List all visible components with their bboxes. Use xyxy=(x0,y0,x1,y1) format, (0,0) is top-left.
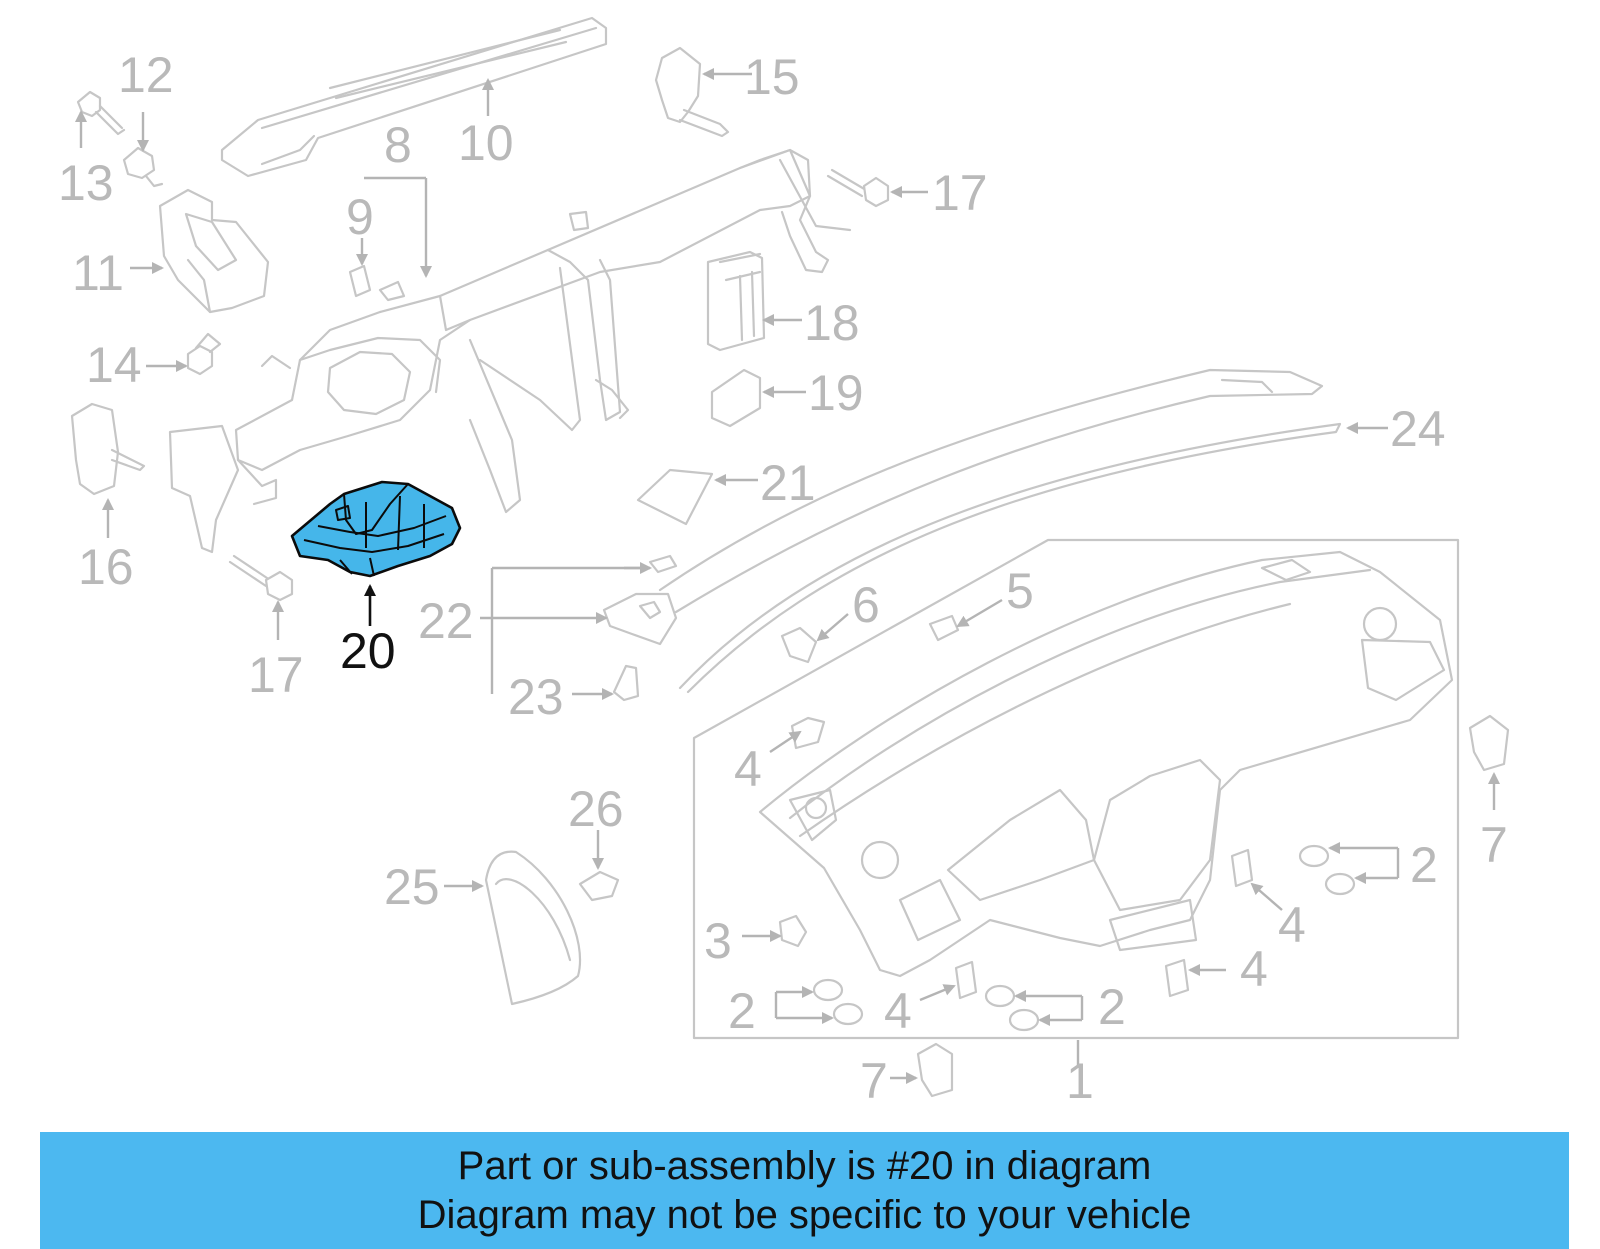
callout-6: 6 xyxy=(852,577,880,633)
part-1-instrument-panel xyxy=(692,538,1460,1040)
defroster-duct-part xyxy=(220,16,608,178)
part-17-bolt-upper xyxy=(826,168,890,208)
leader-lines xyxy=(75,68,1500,1084)
part-12-nut xyxy=(122,146,164,188)
part-3-clip xyxy=(778,914,808,948)
callout-1: 1 xyxy=(1066,1053,1094,1109)
part-25-cover xyxy=(484,850,582,1006)
part-19-module xyxy=(710,368,762,428)
part-5-clip xyxy=(928,614,960,642)
callout-17-lower: 17 xyxy=(248,647,304,703)
callout-12: 12 xyxy=(118,47,174,103)
part-23-clip xyxy=(612,664,640,702)
callout-18: 18 xyxy=(804,295,860,351)
part-15-bracket xyxy=(654,46,730,138)
banner-line-part: Part or sub-assembly is #20 in diagram xyxy=(457,1143,1152,1188)
part-2-grommets xyxy=(812,844,1356,1032)
part-16-bracket xyxy=(70,402,146,496)
callout-9: 9 xyxy=(346,189,374,245)
callout-23: 23 xyxy=(508,669,564,725)
part-9-clip xyxy=(348,264,372,298)
part-11-bracket xyxy=(158,188,270,314)
callout-3: 3 xyxy=(704,913,732,969)
callout-labels: 10 12 13 15 17 8 9 11 14 16 17 18 19 21 … xyxy=(58,47,1508,1109)
callout-8: 8 xyxy=(384,117,412,173)
callout-25: 25 xyxy=(384,859,440,915)
callout-14: 14 xyxy=(86,337,142,393)
callout-7-lower: 7 xyxy=(860,1053,888,1109)
callout-2-lower: 2 xyxy=(1098,979,1126,1035)
part-7-clips xyxy=(916,714,1510,1098)
part-22-bracket xyxy=(602,554,678,646)
callout-4-lower: 4 xyxy=(884,983,912,1039)
callout-16: 16 xyxy=(78,539,134,595)
callout-15: 15 xyxy=(744,49,800,105)
callout-13: 13 xyxy=(58,155,114,211)
part-17-bolt-lower xyxy=(228,554,294,602)
part-24-trim xyxy=(658,368,1342,694)
callout-2-left: 2 xyxy=(728,983,756,1039)
info-banner: Part or sub-assembly is #20 in diagram D… xyxy=(40,1132,1569,1249)
callout-7-right: 7 xyxy=(1480,817,1508,873)
callout-2-right: 2 xyxy=(1410,837,1438,893)
part-6-clip xyxy=(780,626,818,664)
part-26-clip xyxy=(578,870,620,902)
callout-4-mid: 4 xyxy=(1278,897,1306,953)
callout-17-upper: 17 xyxy=(932,165,988,221)
cross-car-beam-part xyxy=(168,148,852,554)
callout-20-highlighted[interactable]: 20 xyxy=(340,623,396,679)
callout-4-upper: 4 xyxy=(734,741,762,797)
part-18-module xyxy=(706,250,766,352)
callout-11: 11 xyxy=(72,245,124,301)
part-21-pad xyxy=(636,468,714,526)
callout-24: 24 xyxy=(1390,401,1446,457)
callout-5: 5 xyxy=(1006,563,1034,619)
callout-22: 22 xyxy=(418,593,474,649)
callout-19: 19 xyxy=(808,365,864,421)
part-4-clips xyxy=(790,716,1254,1000)
callout-4-right: 4 xyxy=(1240,941,1268,997)
banner-line-disclaimer: Diagram may not be specific to your vehi… xyxy=(417,1192,1192,1237)
callout-21: 21 xyxy=(760,455,816,511)
callout-10: 10 xyxy=(458,115,514,171)
part-14-bolt xyxy=(186,332,222,376)
highlighted-part-20[interactable] xyxy=(290,480,462,578)
callout-26: 26 xyxy=(568,781,624,837)
